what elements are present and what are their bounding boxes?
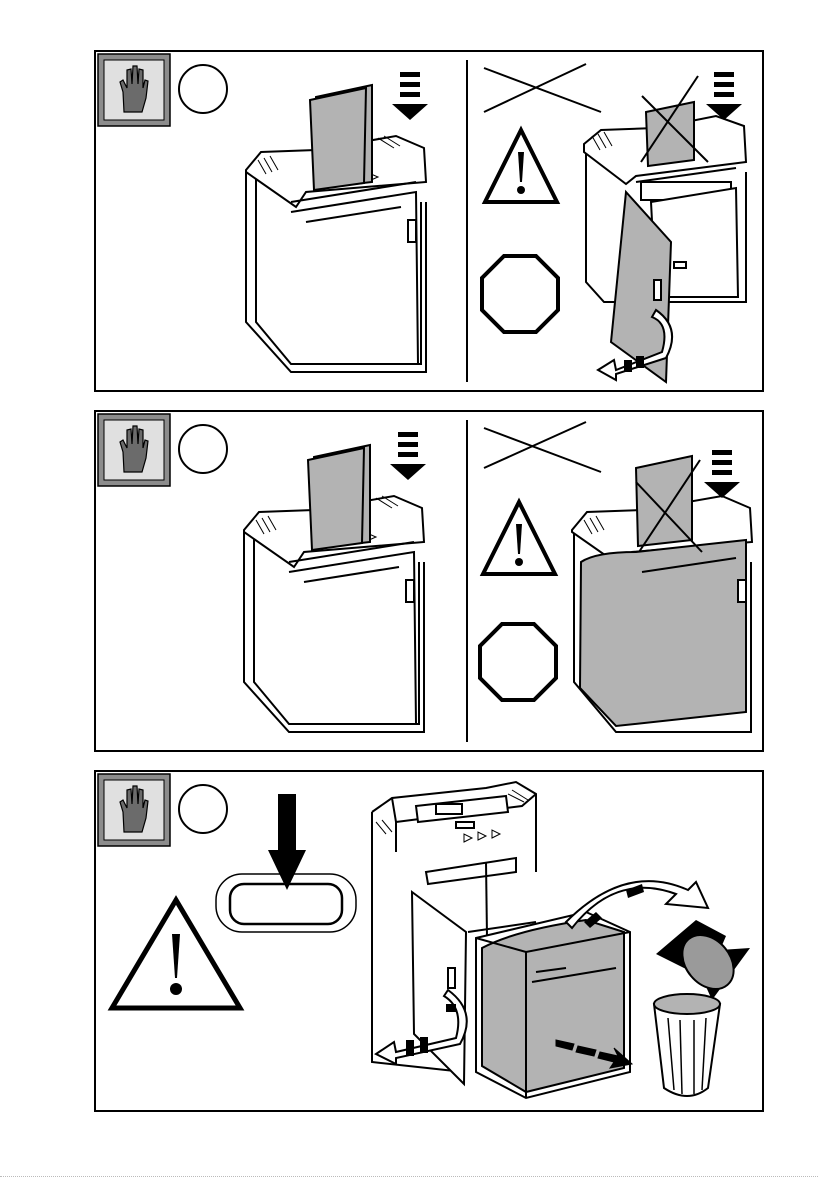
warning-triangle-icon [485,130,557,202]
arrow-down-icon [706,72,742,120]
step-panel-3 [94,770,764,1112]
step-3-illustration [96,772,762,1110]
shredder-allowed [244,445,424,732]
cross-out-icon [484,64,601,112]
step-number-circle [179,425,227,473]
step-panel-2 [94,410,764,752]
page-bottom-rule [0,1176,818,1177]
waste-bin [476,912,630,1098]
step-number-circle [179,65,227,113]
step-panel-1 [94,50,764,392]
step-1-illustration [96,52,762,390]
stop-octagon-icon [482,256,558,332]
step-2-illustration [96,412,762,750]
stop-octagon-icon [480,624,556,700]
hand-stop-icon [98,54,170,126]
warning-triangle-icon [483,502,555,574]
hand-stop-icon [98,414,170,486]
shredder-allowed [246,85,426,372]
arrow-down-icon [390,432,426,480]
arrow-down-icon [704,450,740,498]
hand-stop-icon [98,774,170,846]
step-number-circle [179,785,227,833]
shredder-bin-full [572,456,752,732]
cross-out-icon [484,422,601,472]
arrow-down-icon [392,72,428,120]
